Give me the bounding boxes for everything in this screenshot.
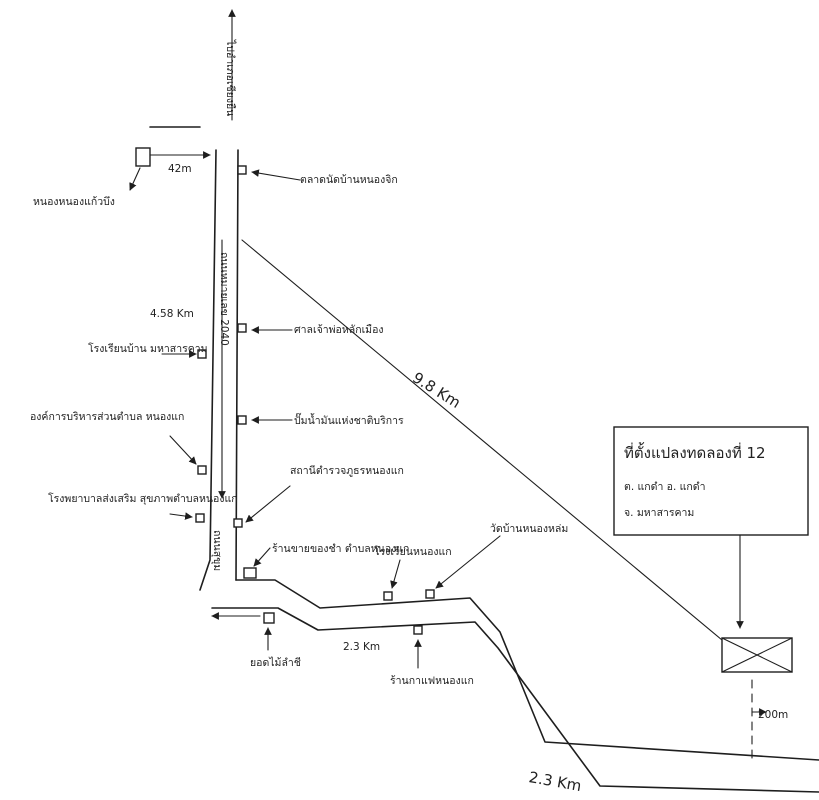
gas-station-label: ปั๊มน้ำมันแห่งชาติบริการ — [294, 412, 404, 427]
dist-south-label: 200m — [758, 709, 788, 721]
junction-shop-marker — [263, 612, 275, 651]
village-temple-marker — [425, 535, 501, 599]
village-temple-label: วัดบ้านหนองหล่ม — [490, 523, 568, 535]
pond-label: หนองหนองแก้วบึง — [33, 196, 115, 208]
roadside-shop-marker — [413, 625, 423, 669]
site-line-2: ต. แกดำ อ. แกดำ — [624, 481, 706, 493]
hospital-marker — [169, 512, 205, 523]
temple-shrine-marker — [237, 323, 293, 334]
diagonal-distance-line — [241, 239, 723, 641]
village-school-marker — [383, 559, 401, 601]
pond-marker — [129, 147, 211, 191]
market-label: ตลาดนัดบ้านหนองจิก — [300, 174, 398, 186]
police-label: สถานีตำรวจภูธรหนองแก — [290, 464, 404, 477]
main-road — [149, 9, 239, 591]
site-line-3: จ. มหาสารคาม — [624, 507, 694, 519]
dist-diagonal-label: 9.8 Km — [409, 368, 464, 411]
temple-shrine-label: ศาลเจ้าพ่อหลักเมือง — [294, 323, 384, 336]
junction-shop-label: ยอดไม้ลำชี — [250, 656, 301, 669]
dist-vertical-label: 4.58 Km — [150, 308, 194, 320]
dist-bottom-label: 2.3 Km — [527, 768, 582, 795]
site-line-1: ที่ตั้งแปลงทดลองที่ 12 — [624, 442, 766, 462]
sao-label: องค์การบริหารส่วนตำบล หนองแก — [30, 410, 184, 423]
school-label: โรงเรียนบ้าน มหาสารคาม — [88, 342, 208, 355]
lower-road — [211, 579, 819, 793]
gas-station-marker — [237, 415, 293, 425]
village-school-label: โรงเรียนหนองแก — [374, 545, 452, 558]
road-name-label: ถนนหมายเลข 2040 — [218, 252, 230, 346]
road-side-label: ถนนสุขุม — [211, 530, 223, 571]
roadside-shop-label: ร้านกาแฟหนองแก — [390, 675, 474, 687]
shop-label: ร้านขายของชำ ตำบลหนองแก — [272, 543, 409, 555]
market-marker — [237, 165, 301, 181]
site-marker — [721, 637, 793, 761]
site-info-box — [613, 426, 809, 629]
hospital-label: โรงพยาบาลส่งเสริม สุขภาพตำบลหนองแก — [48, 492, 238, 505]
shop-marker — [243, 547, 271, 579]
school-marker — [161, 349, 207, 359]
sao-marker — [169, 435, 207, 475]
dist-lower-road-label: 2.3 Km — [343, 641, 380, 653]
police-marker — [233, 485, 291, 528]
road-north-label: ไปอำเภอเชียงยืน — [224, 39, 237, 116]
dist-top-label: 42m — [168, 163, 192, 175]
